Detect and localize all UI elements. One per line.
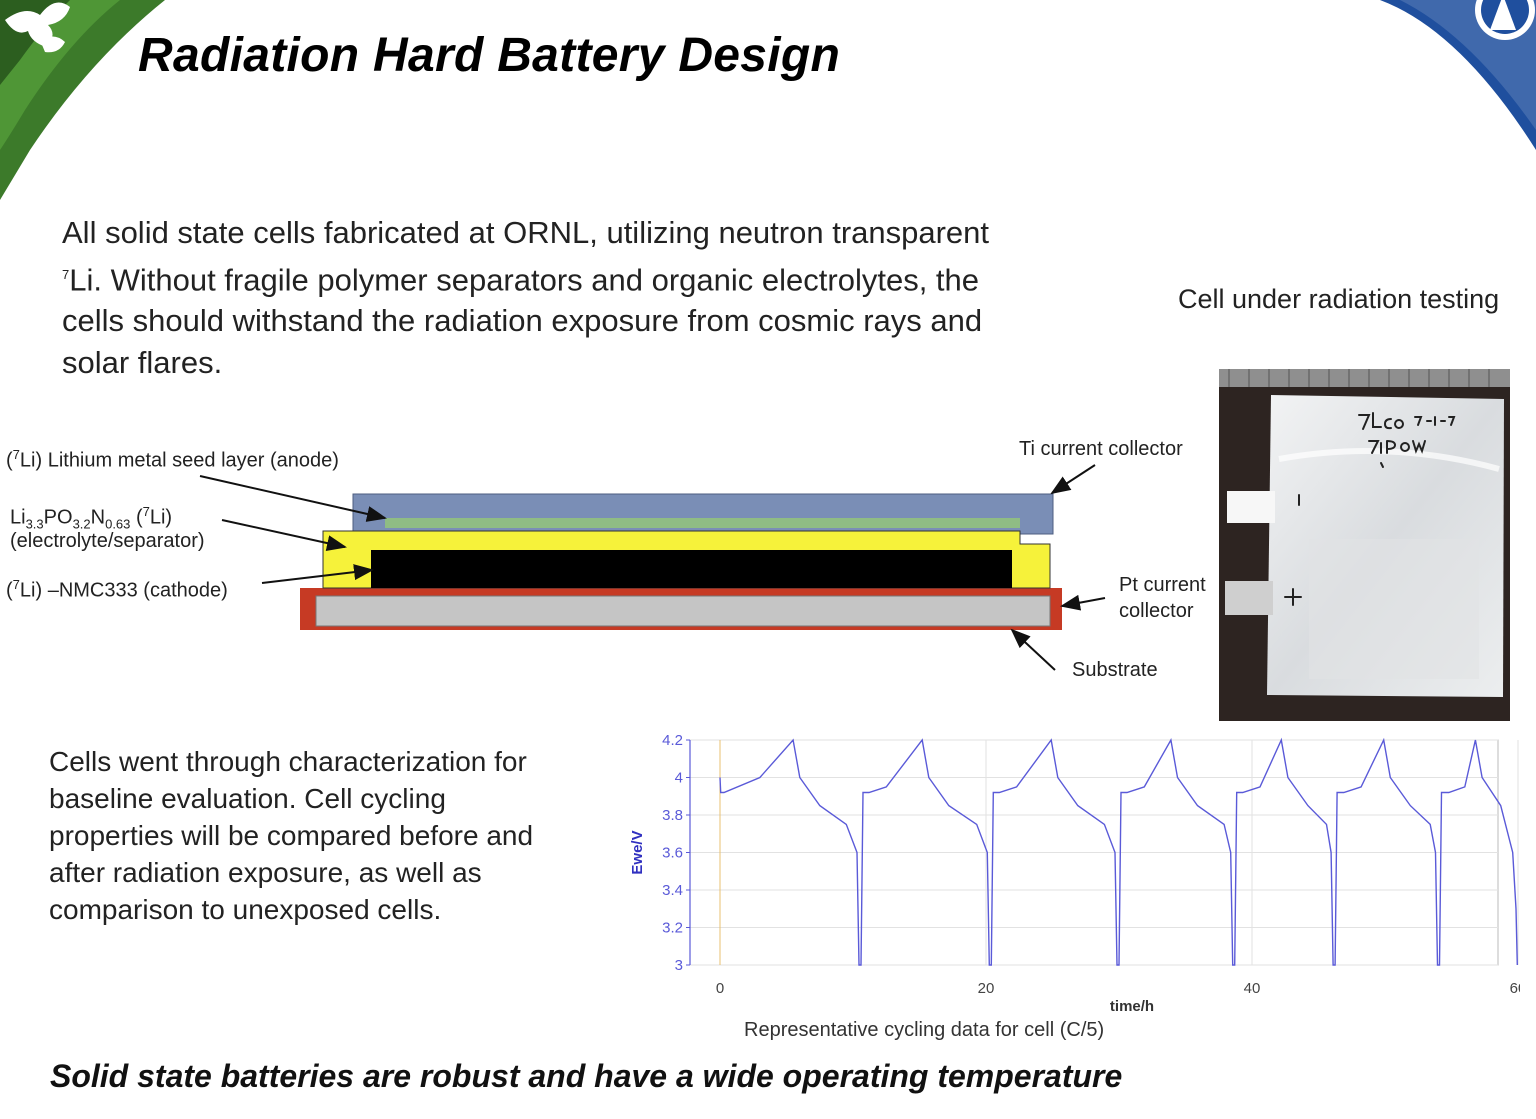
pt-collector-label-line-2: collector (1119, 600, 1194, 622)
characterization-line: Cells went through characterization for (49, 746, 527, 777)
intro-line-4: solar flares. (62, 344, 223, 380)
y-tick-label: 3.6 (662, 845, 683, 862)
y-tick-label: 3 (675, 957, 683, 974)
cathode-layer (371, 550, 1012, 588)
electrolyte-label: Li3.3PO3.2N0.63 (7Li) (10, 504, 173, 532)
cathode-arrow (261, 564, 374, 584)
cell-photo (1219, 369, 1510, 721)
x-tick-label: 20 (978, 980, 995, 997)
characterization-paragraph: Cells went through characterization for … (49, 743, 609, 928)
substrate-arrow (1010, 628, 1056, 671)
intro-line-1: All solid state cells fabricated at ORNL… (62, 215, 990, 250)
characterization-line: comparison to unexposed cells. (49, 894, 442, 925)
leaf-corner-decoration (0, 0, 165, 200)
pt-arrow (1060, 594, 1106, 611)
anode-label: (7Li) Lithium metal seed layer (anode) (6, 447, 339, 472)
y-tick-label: 3.4 (662, 882, 683, 899)
x-tick-label: 0 (716, 980, 724, 997)
y-tick-label: 3.2 (662, 920, 683, 937)
cathode-label: (7Li) –NMC333 (cathode) (6, 577, 228, 602)
y-tick-label: 3.8 (662, 807, 683, 824)
y-tick-label: 4.2 (662, 732, 683, 749)
y-axis-label: Ewe/V (629, 830, 646, 874)
ti-arrow (1050, 464, 1096, 495)
page-title: Radiation Hard Battery Design (138, 29, 841, 82)
chart-caption: Representative cycling data for cell (C/… (744, 1019, 1105, 1041)
substrate-label: Substrate (1072, 659, 1158, 681)
intro-paragraph: All solid state cells fabricated at ORNL… (62, 212, 1142, 383)
electrolyte-arrow (221, 519, 347, 551)
lithium-anode-layer (385, 518, 1020, 528)
voltage-series-line (719, 737, 1518, 966)
logo-corner-decoration (1380, 0, 1536, 150)
intro-line-3: cells should withstand the radiation exp… (62, 303, 983, 339)
anode-arrow (199, 475, 387, 522)
intro-line-2: 7Li. Without fragile polymer separators … (62, 261, 980, 297)
pt-collector-label: Pt current (1119, 574, 1206, 596)
characterization-line: baseline evaluation. Cell cycling (49, 783, 446, 814)
footer-statement: Solid state batteries are robust and hav… (50, 1058, 1123, 1094)
substrate (315, 595, 1051, 627)
x-tick-label: 40 (1244, 980, 1261, 997)
electrolyte-label-line-2: (electrolyte/separator) (10, 530, 205, 552)
cycling-chart: 3 3.2 3.4 3.6 3.8 4 4.2 0 20 40 60 time/h Ewe/V (629, 732, 1520, 1015)
handwritten-label (1284, 412, 1456, 606)
isotope-superscript: 7 (62, 266, 70, 282)
ti-collector-label: Ti current collector (1019, 438, 1183, 460)
y-tick-label: 4 (675, 770, 683, 787)
photo-caption: Cell under radiation testing (1178, 284, 1500, 314)
characterization-line: after radiation exposure, as well as (49, 857, 482, 888)
x-tick-label: 60 (1510, 980, 1520, 997)
characterization-line: properties will be compared before and (49, 820, 534, 851)
battery-cross-section (199, 464, 1106, 671)
x-axis-label: time/h (1110, 998, 1154, 1015)
